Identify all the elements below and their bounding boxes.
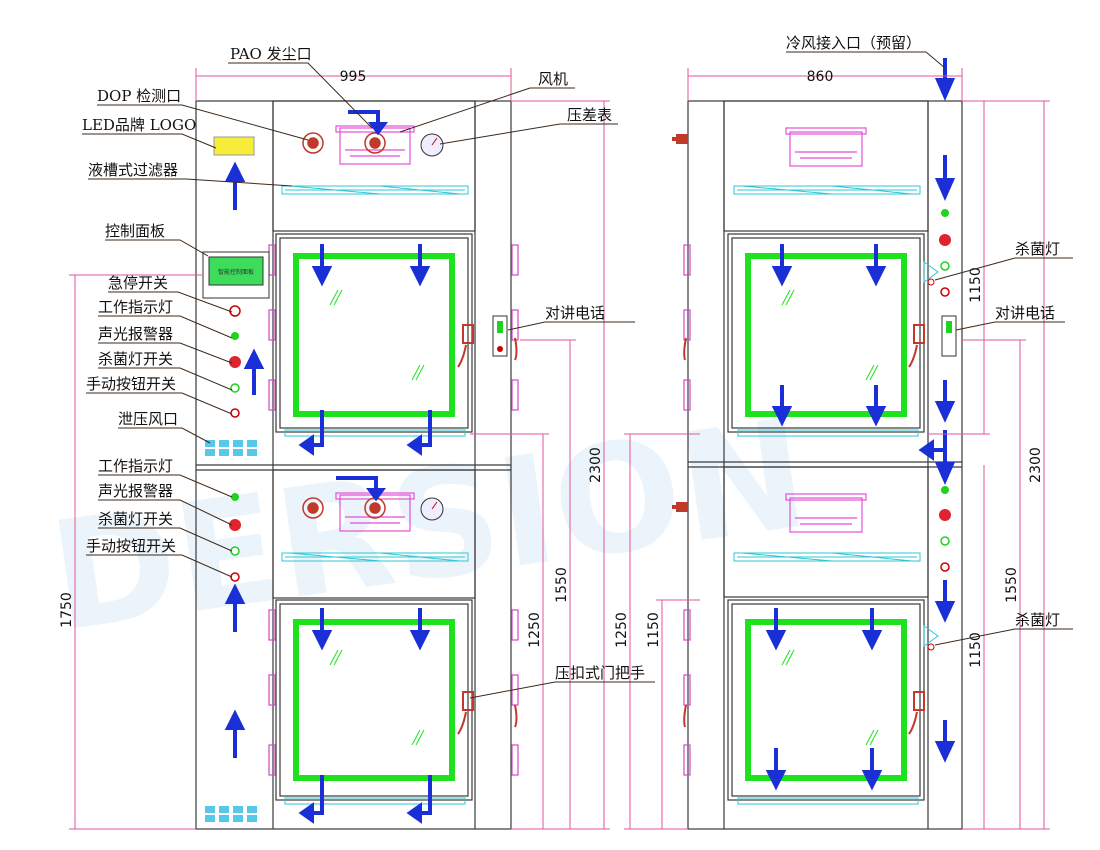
label-uv-lamp-upper: 杀菌灯 [1015, 240, 1060, 258]
side-lower-door-seal [745, 619, 907, 781]
front-lower-fan-box [272, 469, 476, 599]
dim-side-1150-lower: 1150 [646, 612, 662, 648]
side-glass-marks [781, 289, 879, 746]
label-fan: 风机 [538, 70, 568, 88]
uv-lamp-icon [923, 261, 939, 651]
dim-side-1150-mid: 1150 [968, 632, 984, 668]
side-fans [785, 127, 867, 533]
work-light-icon [231, 493, 239, 501]
label-pao-port: PAO 发尘口 [230, 45, 312, 63]
led-logo-plate [213, 136, 255, 156]
label-uv-switch-2: 杀菌灯开关 [98, 510, 173, 528]
side-indicators [939, 209, 951, 572]
intercom-icon [492, 315, 508, 357]
alarm-icon [229, 356, 241, 368]
callout-leaders [82, 51, 1073, 699]
glass-reflection-marks [329, 289, 425, 746]
label-liquid-filter: 液槽式过滤器 [88, 161, 178, 179]
dimension-lines [69, 68, 1050, 830]
front-airflow-arrows [224, 110, 432, 824]
label-uv-switch-1: 杀菌灯开关 [98, 350, 173, 368]
label-alarm-1: 声光报警器 [98, 325, 173, 343]
side-door-handle-icon [683, 324, 925, 735]
dim-front-1250: 1250 [527, 612, 543, 648]
side-upper-door-seal [745, 253, 907, 417]
label-work-light-1: 工作指示灯 [98, 298, 173, 316]
front-ports [302, 132, 386, 519]
side-filters [733, 185, 921, 805]
dim-side-2300: 2300 [1028, 447, 1044, 483]
dim-front-1550: 1550 [554, 567, 570, 603]
control-panel-screen: 智能控制面板 [202, 251, 270, 299]
pressure-gauge-icon [420, 133, 444, 521]
control-panel-screen-text: 智能控制面板 [218, 268, 254, 276]
label-manual-button-2: 手动按钮开关 [86, 537, 176, 555]
dim-side-width: 860 [807, 69, 834, 85]
dim-front-height-total: 2300 [588, 447, 604, 483]
alarm-icon [229, 519, 241, 531]
front-indicators-upper [229, 305, 241, 418]
callout-labels: PAO 发尘口 DOP 检测口 LED品牌 LOGO 风机 压差表 液槽式过滤器… [82, 34, 1060, 682]
front-upper-fan-box [272, 100, 476, 232]
dim-side-1250: 1250 [614, 612, 630, 648]
label-vent: 泄压风口 [118, 410, 178, 428]
label-control-panel: 控制面板 [105, 222, 165, 240]
front-lower-door-seal [293, 619, 455, 781]
label-work-light-2: 工作指示灯 [98, 457, 173, 475]
dim-side-1550: 1550 [1004, 567, 1020, 603]
manual-button-icon[interactable] [230, 572, 240, 582]
label-led-logo: LED品牌 LOGO [82, 116, 196, 134]
label-emergency-stop: 急停开关 [108, 274, 168, 292]
front-upper-door-frame [275, 233, 473, 433]
dim-front-width: 995 [340, 69, 367, 85]
dim-side-1150-upper: 1150 [968, 267, 984, 303]
label-pressure-gauge: 压差表 [567, 106, 612, 124]
front-upper-door-seal [293, 253, 455, 417]
label-dop-port: DOP 检测口 [97, 87, 181, 105]
front-view [195, 100, 519, 830]
manual-button-icon[interactable] [230, 408, 240, 418]
front-filters [281, 185, 469, 805]
side-door-hinges [683, 244, 691, 776]
dim-front-1750: 1750 [59, 592, 75, 628]
label-intercom-side: 对讲电话 [995, 304, 1055, 322]
emergency-stop-icon[interactable] [229, 305, 241, 317]
uv-switch-icon[interactable] [230, 383, 240, 393]
side-airflow-arrows [765, 58, 956, 791]
work-light-icon [231, 332, 239, 340]
label-manual-button-1: 手动按钮开关 [86, 375, 176, 393]
label-alarm-2: 声光报警器 [98, 482, 173, 500]
front-indicators-lower [229, 493, 241, 582]
label-uv-lamp-lower: 杀菌灯 [1015, 611, 1060, 629]
label-door-handle: 压扣式门把手 [555, 664, 645, 682]
relief-vent-icon [205, 440, 257, 822]
label-cold-air-inlet: 冷风接入口（预留） [786, 34, 921, 52]
label-intercom-front: 对讲电话 [545, 304, 605, 322]
door-handle-icon [457, 324, 518, 735]
side-emergency-knobs [672, 134, 688, 512]
side-intercom-icon [941, 315, 957, 357]
uv-switch-icon[interactable] [230, 546, 240, 556]
